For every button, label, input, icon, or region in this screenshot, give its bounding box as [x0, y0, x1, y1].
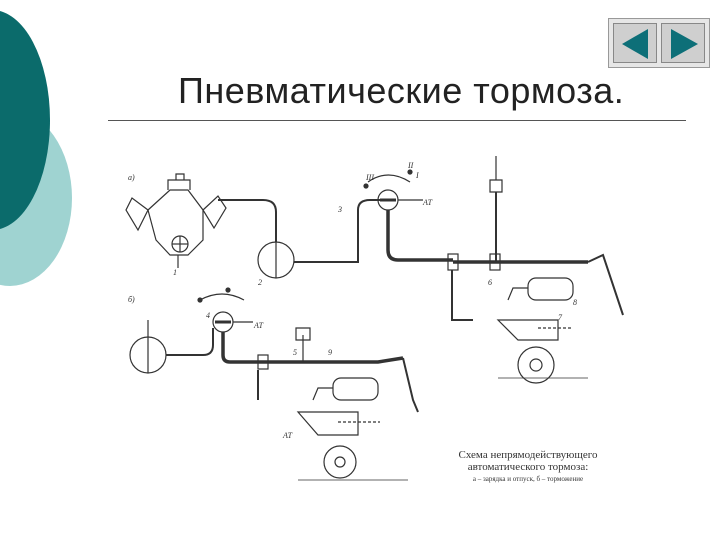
label-1: 1 [173, 268, 177, 277]
triangle-right-icon [671, 29, 698, 59]
reservoir-b [129, 320, 214, 374]
slide-title: Пневматические тормоза. [178, 70, 625, 111]
label-II-a: II [407, 161, 414, 170]
brake-cylinder-b [296, 357, 419, 481]
label-AT-b2: АТ [282, 431, 293, 440]
triangle-left-icon [622, 29, 648, 59]
label-I-a: I [415, 171, 419, 180]
label-panel-a: а) [128, 173, 135, 182]
label-AT-b: АТ [253, 321, 264, 330]
brake-line-a [447, 156, 624, 321]
next-slide-button[interactable] [661, 23, 705, 63]
label-8: 8 [573, 298, 577, 307]
figure-caption: Схема непрямодействующего автоматическог… [436, 449, 620, 484]
label-4: 4 [206, 311, 210, 320]
slide-navigation [608, 18, 710, 68]
caption-line-3: а – зарядка и отпуск, б – торможение [472, 475, 584, 483]
title-divider [108, 120, 686, 121]
compressor-group [125, 173, 277, 268]
label-III-a: III [365, 173, 374, 182]
caption-line-1: Схема непрямодействующего [458, 449, 598, 461]
label-panel-b: б) [128, 295, 135, 304]
label-AT-a: АТ [422, 198, 433, 207]
label-7: 7 [558, 313, 563, 322]
previous-slide-button[interactable] [613, 23, 657, 63]
drivers-valve-b [197, 287, 404, 400]
brake-schematic: а) б) 1 2 3 4 5 6 7 8 9 III II I АТ АТ А… [125, 156, 624, 481]
label-9: 9 [328, 348, 332, 357]
brake-cylinder-a [496, 277, 588, 384]
caption-line-2: автоматического тормоза: [467, 461, 589, 473]
drivers-valve-a [363, 169, 453, 262]
slide-decoration [0, 11, 72, 286]
label-6: 6 [488, 278, 492, 287]
label-5: 5 [293, 348, 297, 357]
label-2: 2 [258, 278, 262, 287]
main-reservoir-a [257, 199, 383, 279]
decor-dark-shape [0, 11, 50, 229]
label-3: 3 [337, 205, 342, 214]
